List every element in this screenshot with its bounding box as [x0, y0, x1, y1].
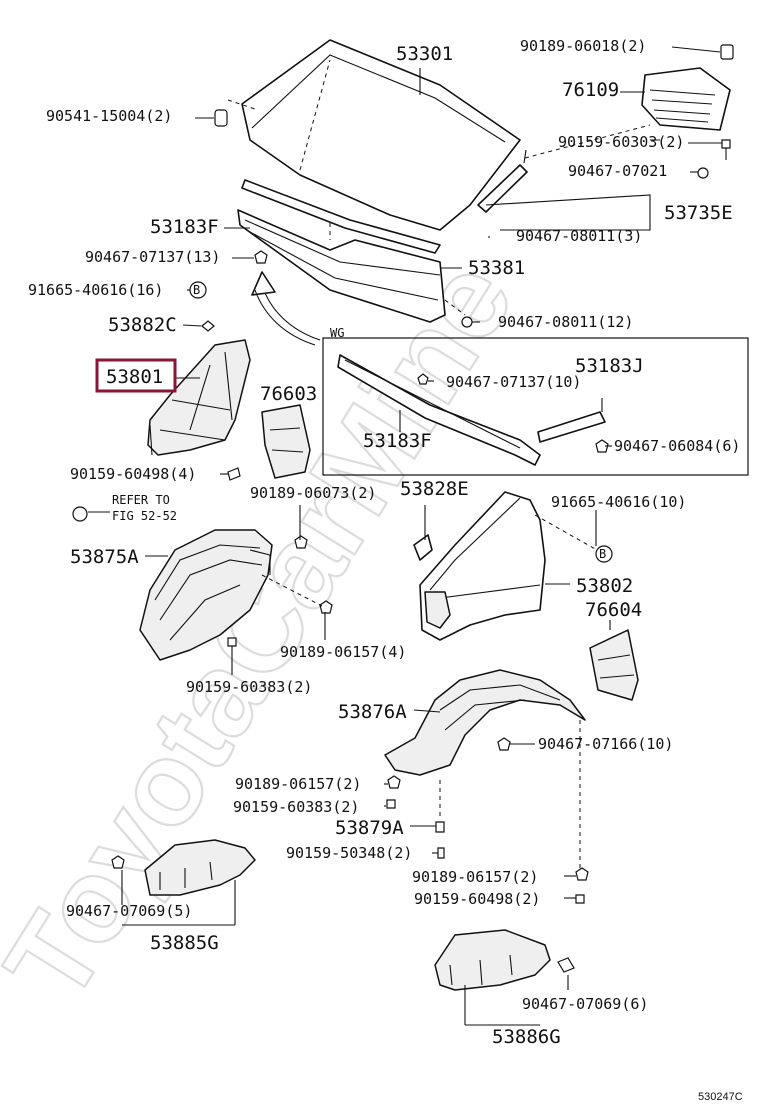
label-53301[interactable]: 53301 [396, 43, 453, 65]
label-53183F-box[interactable]: 53183F [363, 430, 432, 452]
label-90159-60383-2b[interactable]: 90159-60383(2) [233, 798, 359, 816]
label-76109[interactable]: 76109 [562, 79, 619, 101]
label-90467-07137-10[interactable]: 90467-07137(10) [446, 373, 581, 391]
hood-stay-53735E[interactable] [477, 124, 660, 231]
label-90467-07137-13[interactable]: 90467-07137(13) [85, 248, 220, 266]
label-53801[interactable]: 53801 [106, 366, 163, 388]
circle-B-marker-top: B [189, 281, 207, 299]
bracket-53828E[interactable] [413, 534, 433, 561]
panel-53381[interactable] [237, 209, 446, 323]
mudguard-76604[interactable] [589, 629, 639, 701]
clip-90467-07166[interactable] [497, 737, 511, 751]
liner-53876A[interactable] [384, 669, 586, 776]
mudguard-76603[interactable] [261, 404, 311, 479]
label-53183J[interactable]: 53183J [575, 355, 644, 377]
label-90159-60303[interactable]: 90159-60303(2) [558, 133, 684, 151]
label-76603[interactable]: 76603 [260, 383, 317, 405]
bracket-76109[interactable] [641, 67, 731, 131]
label-90189-06073[interactable]: 90189-06073(2) [250, 484, 376, 502]
label-90467-07166[interactable]: 90467-07166(10) [538, 735, 673, 753]
refer-note-line1: REFER TO [112, 493, 170, 507]
bolt-90159-60498-4[interactable] [227, 467, 241, 481]
clip-90467-07069-6[interactable] [464, 957, 575, 1026]
liner-53875A[interactable] [139, 529, 273, 661]
circle-b-text: B [193, 283, 200, 297]
label-90467-08011-12[interactable]: 90467-08011(12) [498, 313, 633, 331]
clip-90467-07069-5[interactable] [111, 855, 236, 926]
seal-53183F-top[interactable] [241, 179, 441, 254]
bolt-90159-60498-2[interactable] [575, 894, 585, 904]
label-90467-07069-6[interactable]: 90467-07069(6) [522, 995, 648, 1013]
label-53735E[interactable]: 53735E [664, 202, 733, 224]
label-53882C[interactable]: 53882C [108, 314, 177, 336]
clip-90467-07137[interactable] [254, 250, 268, 264]
clip-90189-06157-4[interactable] [261, 574, 333, 614]
label-90541-15004[interactable]: 90541-15004(2) [46, 107, 172, 125]
bolt-90159-60383-2b[interactable] [386, 799, 396, 809]
label-90189-06157-2a[interactable]: 90189-06157(2) [235, 775, 361, 793]
bolt-90541-15004[interactable] [214, 99, 259, 127]
cover-53886G[interactable] [434, 929, 551, 991]
refer-note: REFER TO FIG 52-52 [72, 493, 177, 523]
label-53875A[interactable]: 53875A [70, 546, 139, 568]
hood-53301[interactable] [241, 39, 521, 240]
highlight-box [95, 358, 177, 393]
label-90189-06157-2b[interactable]: 90189-06157(2) [412, 868, 538, 886]
wg-group-box [322, 337, 749, 476]
label-53802[interactable]: 53802 [576, 575, 633, 597]
circle-b-text-2: B [599, 547, 606, 561]
label-53876A[interactable]: 53876A [338, 701, 407, 723]
clip-90467-06084[interactable] [595, 439, 609, 453]
label-90467-07069-5[interactable]: 90467-07069(5) [66, 902, 192, 920]
fender-53802[interactable] [419, 491, 598, 641]
label-53885G[interactable]: 53885G [150, 932, 219, 954]
bolt-90159-50348[interactable] [437, 847, 445, 859]
bolt-90159-60303[interactable] [721, 139, 731, 160]
label-53879A[interactable]: 53879A [335, 817, 404, 839]
label-91665-40616-16[interactable]: 91665-40616(16) [28, 281, 163, 299]
bolt-90189-06018[interactable] [720, 44, 734, 60]
label-90159-60383-2a[interactable]: 90159-60383(2) [186, 678, 312, 696]
cover-53885G[interactable] [144, 839, 256, 896]
label-90467-07021[interactable]: 90467-07021 [568, 162, 667, 180]
figure-code: 530247C [698, 1091, 743, 1103]
clip-53882C[interactable] [201, 320, 215, 332]
label-53381[interactable]: 53381 [468, 257, 525, 279]
label-90159-60498-2[interactable]: 90159-60498(2) [414, 890, 540, 908]
apron-53801[interactable] [147, 339, 251, 456]
label-53828E[interactable]: 53828E [400, 478, 469, 500]
leader-lines [145, 46, 722, 899]
label-90159-60498-4[interactable]: 90159-60498(4) [70, 465, 196, 483]
label-90159-50348[interactable]: 90159-50348(2) [286, 844, 412, 862]
label-53183F-top[interactable]: 53183F [150, 216, 219, 238]
clip-53879A[interactable] [435, 780, 445, 833]
label-91665-40616-10[interactable]: 91665-40616(10) [551, 493, 686, 511]
clip-90467-07137-10[interactable] [417, 373, 429, 385]
callout-labels: 53301 90189-06018(2) 76109 90541-15004(2… [28, 37, 743, 1103]
clip-90189-06157-2a[interactable] [387, 775, 401, 789]
label-90467-08011-3[interactable]: 90467-08011(3) [516, 227, 642, 245]
bolt-90467-07021[interactable] [697, 167, 709, 179]
label-90189-06018[interactable]: 90189-06018(2) [520, 37, 646, 55]
label-90467-06084[interactable]: 90467-06084(6) [614, 437, 740, 455]
label-76604[interactable]: 76604 [585, 599, 642, 621]
wg-label: WG [330, 326, 344, 340]
refer-note-line2: FIG 52-52 [112, 509, 177, 523]
seal-53183F-box[interactable] [337, 354, 541, 466]
circle-B-marker-fender: B [595, 545, 613, 563]
label-53886G[interactable]: 53886G [492, 1026, 561, 1048]
label-90189-06157-4[interactable]: 90189-06157(4) [280, 643, 406, 661]
curved-arrow [251, 271, 321, 346]
seal-53183J[interactable] [537, 398, 606, 443]
clip-90189-06157-2b[interactable] [575, 720, 589, 881]
bolt-90159-60383-2a[interactable] [227, 637, 237, 647]
